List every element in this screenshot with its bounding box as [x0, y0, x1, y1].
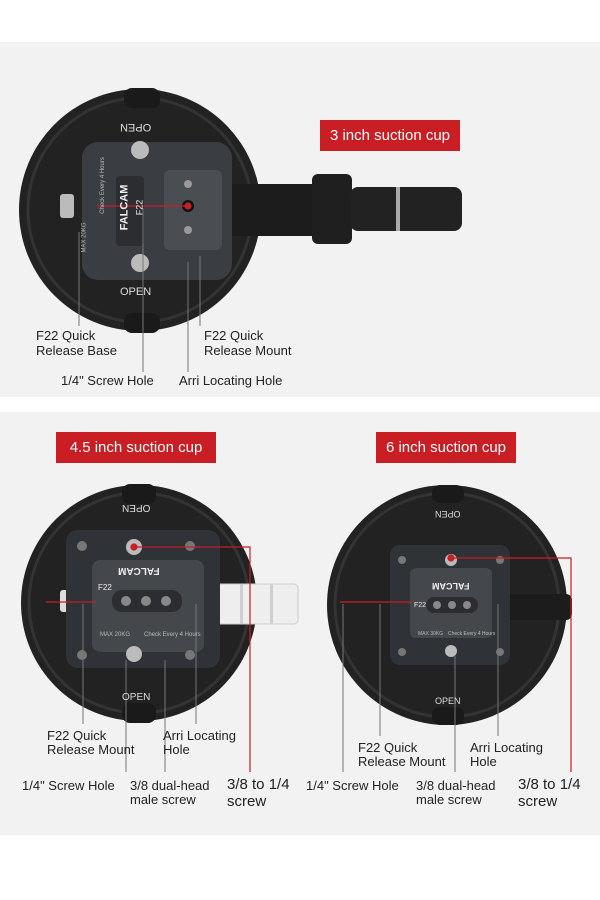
cup-6-model: F22 [414, 602, 427, 609]
cup-6-small-1: MAX 30KG [418, 631, 444, 637]
cup-45-small-1: MAX 20KG [100, 632, 131, 638]
cup-6-label-adapter-2: screw [518, 793, 558, 810]
cup-3-label-screw-hole: 1/4" Screw Hole [61, 373, 154, 388]
cup-3-label-base-2: Release Base [36, 343, 117, 358]
cup-6-label-arri-2: Hole [470, 754, 497, 769]
cup-45-label-arri-1: Arri Locating [163, 728, 236, 743]
cup-6-small-2: Check Every 4 Hours [448, 631, 496, 637]
cup-3-label-mount-2: Release Mount [204, 343, 292, 358]
cup-6-label-arri-1: Arri Locating [470, 740, 543, 755]
cup-45-label-adapter-2: screw [227, 793, 267, 810]
cup-6-label-dual-1: 3/8 dual-head [416, 778, 496, 793]
cup-3-title-tag: 3 inch suction cup [320, 120, 460, 151]
cup-45-label-dual-1: 3/8 dual-head [130, 778, 210, 793]
cup-6-label-mount-2: Release Mount [358, 754, 446, 769]
cup-3-bottom-tab [124, 313, 160, 333]
cup-45-open-bottom: OPEN [122, 692, 151, 703]
cup-45-label-screw-hole: 1/4" Screw Hole [22, 778, 115, 793]
cup-6-brand: FALCAM [432, 581, 470, 591]
cup-6-leaders [340, 554, 572, 772]
cup-45-label-dual-2: male screw [130, 792, 196, 807]
cup-45-label-mount-2: Release Mount [47, 742, 135, 757]
cup-3-top-tab [124, 88, 160, 108]
cup-6-label-dual-2: male screw [416, 792, 482, 807]
cup-6-label-mount-1: F22 Quick [358, 740, 418, 755]
cup-3-callout-lines [78, 208, 201, 372]
cup-6-callout-lines [342, 604, 499, 772]
cup-45-title-tag: 4.5 inch suction cup [56, 432, 216, 463]
cup-3-rod [228, 184, 318, 236]
cup-45-model: F22 [98, 583, 112, 592]
cup-45-label-arri-2: Hole [163, 742, 190, 757]
cup-6-title-tag: 6 inch suction cup [376, 432, 516, 463]
cup-3-leaders [97, 202, 192, 210]
cup-45-leaders [46, 543, 251, 772]
cup-6-open-bottom: OPEN [435, 696, 461, 706]
cup-45-small-2: Check Every 4 Hours [144, 632, 201, 638]
cup-45-label-mount-1: F22 Quick [47, 728, 107, 743]
cup-3-mount-plate [164, 170, 222, 250]
cup-6-open-top: OPEN [435, 509, 461, 519]
cup-45-label-adapter-1: 3/8 to 1/4 [227, 776, 290, 793]
cup-6-label-adapter-1: 3/8 to 1/4 [518, 776, 581, 793]
cup-6-rod [500, 594, 572, 620]
cup-3-label-mount-1: F22 Quick [204, 328, 264, 343]
cup-3-label-arri: Arri Locating Hole [179, 373, 283, 388]
cup-3-release-button [60, 194, 74, 218]
cup-6-label-screw-hole: 1/4" Screw Hole [306, 778, 399, 793]
cup-45-callout-lines [82, 604, 197, 772]
cup-3-open-bottom: OPEN [120, 286, 152, 298]
cup-3-label-base-1: F22 Quick [36, 328, 96, 343]
